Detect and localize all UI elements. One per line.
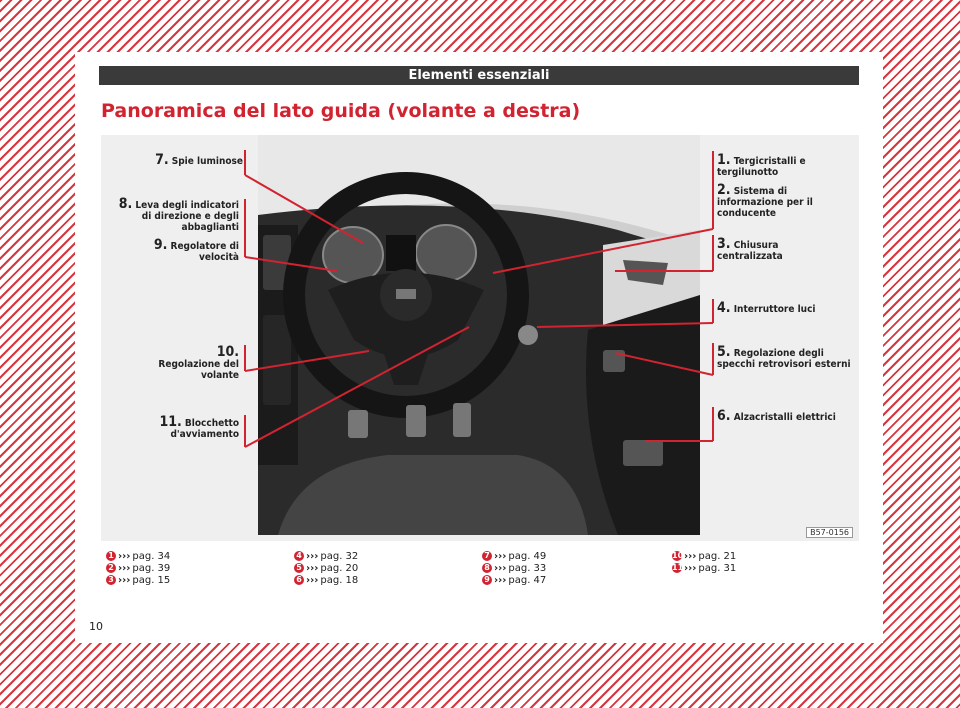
reference-row: 9›››pag. 47 bbox=[482, 575, 546, 587]
callout-6: 6. Alzacristalli elettrici bbox=[717, 408, 836, 424]
ref-page[interactable]: pag. 15 bbox=[132, 575, 171, 586]
image-code: B57-0156 bbox=[806, 527, 853, 538]
ref-badge: 7 bbox=[482, 551, 492, 561]
ref-arrow: ››› bbox=[306, 551, 319, 562]
callout-11: 11. Blocchetto d'avviamento bbox=[159, 414, 239, 440]
callout-10: 10. Regolazione del volante bbox=[158, 344, 239, 381]
reference-row: 2›››pag. 39 bbox=[106, 563, 170, 575]
reference-row: 8›››pag. 33 bbox=[482, 563, 546, 575]
ref-arrow: ››› bbox=[118, 551, 131, 562]
ref-badge: 1 bbox=[106, 551, 116, 561]
ref-arrow: ››› bbox=[494, 551, 507, 562]
callout-9: 9. Regolatore di velocità bbox=[153, 237, 239, 263]
reference-column-1: 1›››pag. 34 2›››pag. 39 3›››pag. 15 bbox=[106, 551, 170, 587]
reference-row: 5›››pag. 20 bbox=[294, 563, 358, 575]
dashboard-figure: 7. Spie luminose 8. Leva degli indicator… bbox=[101, 135, 859, 541]
reference-column-4: 10›››pag. 21 11›››pag. 31 bbox=[672, 551, 736, 575]
ref-badge: 9 bbox=[482, 575, 492, 585]
callout-7: 7. Spie luminose bbox=[155, 152, 243, 168]
ref-arrow: ››› bbox=[306, 563, 319, 574]
ref-arrow: ››› bbox=[118, 575, 131, 586]
ref-badge: 11 bbox=[672, 563, 684, 573]
ref-page[interactable]: pag. 32 bbox=[320, 551, 359, 562]
reference-column-2: 4›››pag. 32 5›››pag. 20 6›››pag. 18 bbox=[294, 551, 358, 587]
ref-badge: 6 bbox=[294, 575, 304, 585]
ref-badge: 4 bbox=[294, 551, 304, 561]
reference-row: 10›››pag. 21 bbox=[672, 551, 736, 563]
ref-badge: 10 bbox=[672, 551, 684, 561]
ref-page[interactable]: pag. 34 bbox=[132, 551, 171, 562]
callout-4: 4. Interruttore luci bbox=[717, 300, 816, 316]
ref-page[interactable]: pag. 47 bbox=[508, 575, 547, 586]
ref-page[interactable]: pag. 31 bbox=[698, 563, 737, 574]
ref-badge: 5 bbox=[294, 563, 304, 573]
ref-page[interactable]: pag. 49 bbox=[508, 551, 547, 562]
ref-page[interactable]: pag. 33 bbox=[508, 563, 547, 574]
ref-arrow: ››› bbox=[684, 551, 697, 562]
reference-row: 1›››pag. 34 bbox=[106, 551, 170, 563]
ref-badge: 8 bbox=[482, 563, 492, 573]
callout-3: 3. Chiusura centralizzata bbox=[717, 236, 783, 262]
leader-lines bbox=[244, 150, 714, 448]
callout-8: 8. Leva degli indicatori di direzione e … bbox=[118, 196, 239, 233]
ref-arrow: ››› bbox=[118, 563, 131, 574]
page-title: Panoramica del lato guida (volante a des… bbox=[101, 100, 581, 122]
page-number: 10 bbox=[89, 620, 103, 633]
callout-1: 1. Tergicristalli e tergilunotto bbox=[717, 152, 806, 178]
reference-row: 7›››pag. 49 bbox=[482, 551, 546, 563]
ref-arrow: ››› bbox=[684, 563, 697, 574]
ref-badge: 3 bbox=[106, 575, 116, 585]
reference-row: 3›››pag. 15 bbox=[106, 575, 170, 587]
reference-row: 11›››pag. 31 bbox=[672, 563, 736, 575]
callout-2: 2. Sistema di informazione per il conduc… bbox=[717, 182, 813, 219]
reference-row: 4›››pag. 32 bbox=[294, 551, 358, 563]
ref-badge: 2 bbox=[106, 563, 116, 573]
section-header: Elementi essenziali bbox=[99, 66, 859, 85]
reference-column-3: 7›››pag. 49 8›››pag. 33 9›››pag. 47 bbox=[482, 551, 546, 587]
callout-5: 5. Regolazione degli specchi retrovisori… bbox=[717, 344, 851, 370]
reference-row: 6›››pag. 18 bbox=[294, 575, 358, 587]
ref-page[interactable]: pag. 39 bbox=[132, 563, 171, 574]
ref-arrow: ››› bbox=[306, 575, 319, 586]
ref-page[interactable]: pag. 21 bbox=[698, 551, 737, 562]
ref-arrow: ››› bbox=[494, 575, 507, 586]
ref-page[interactable]: pag. 18 bbox=[320, 575, 359, 586]
ref-page[interactable]: pag. 20 bbox=[320, 563, 359, 574]
ref-arrow: ››› bbox=[494, 563, 507, 574]
